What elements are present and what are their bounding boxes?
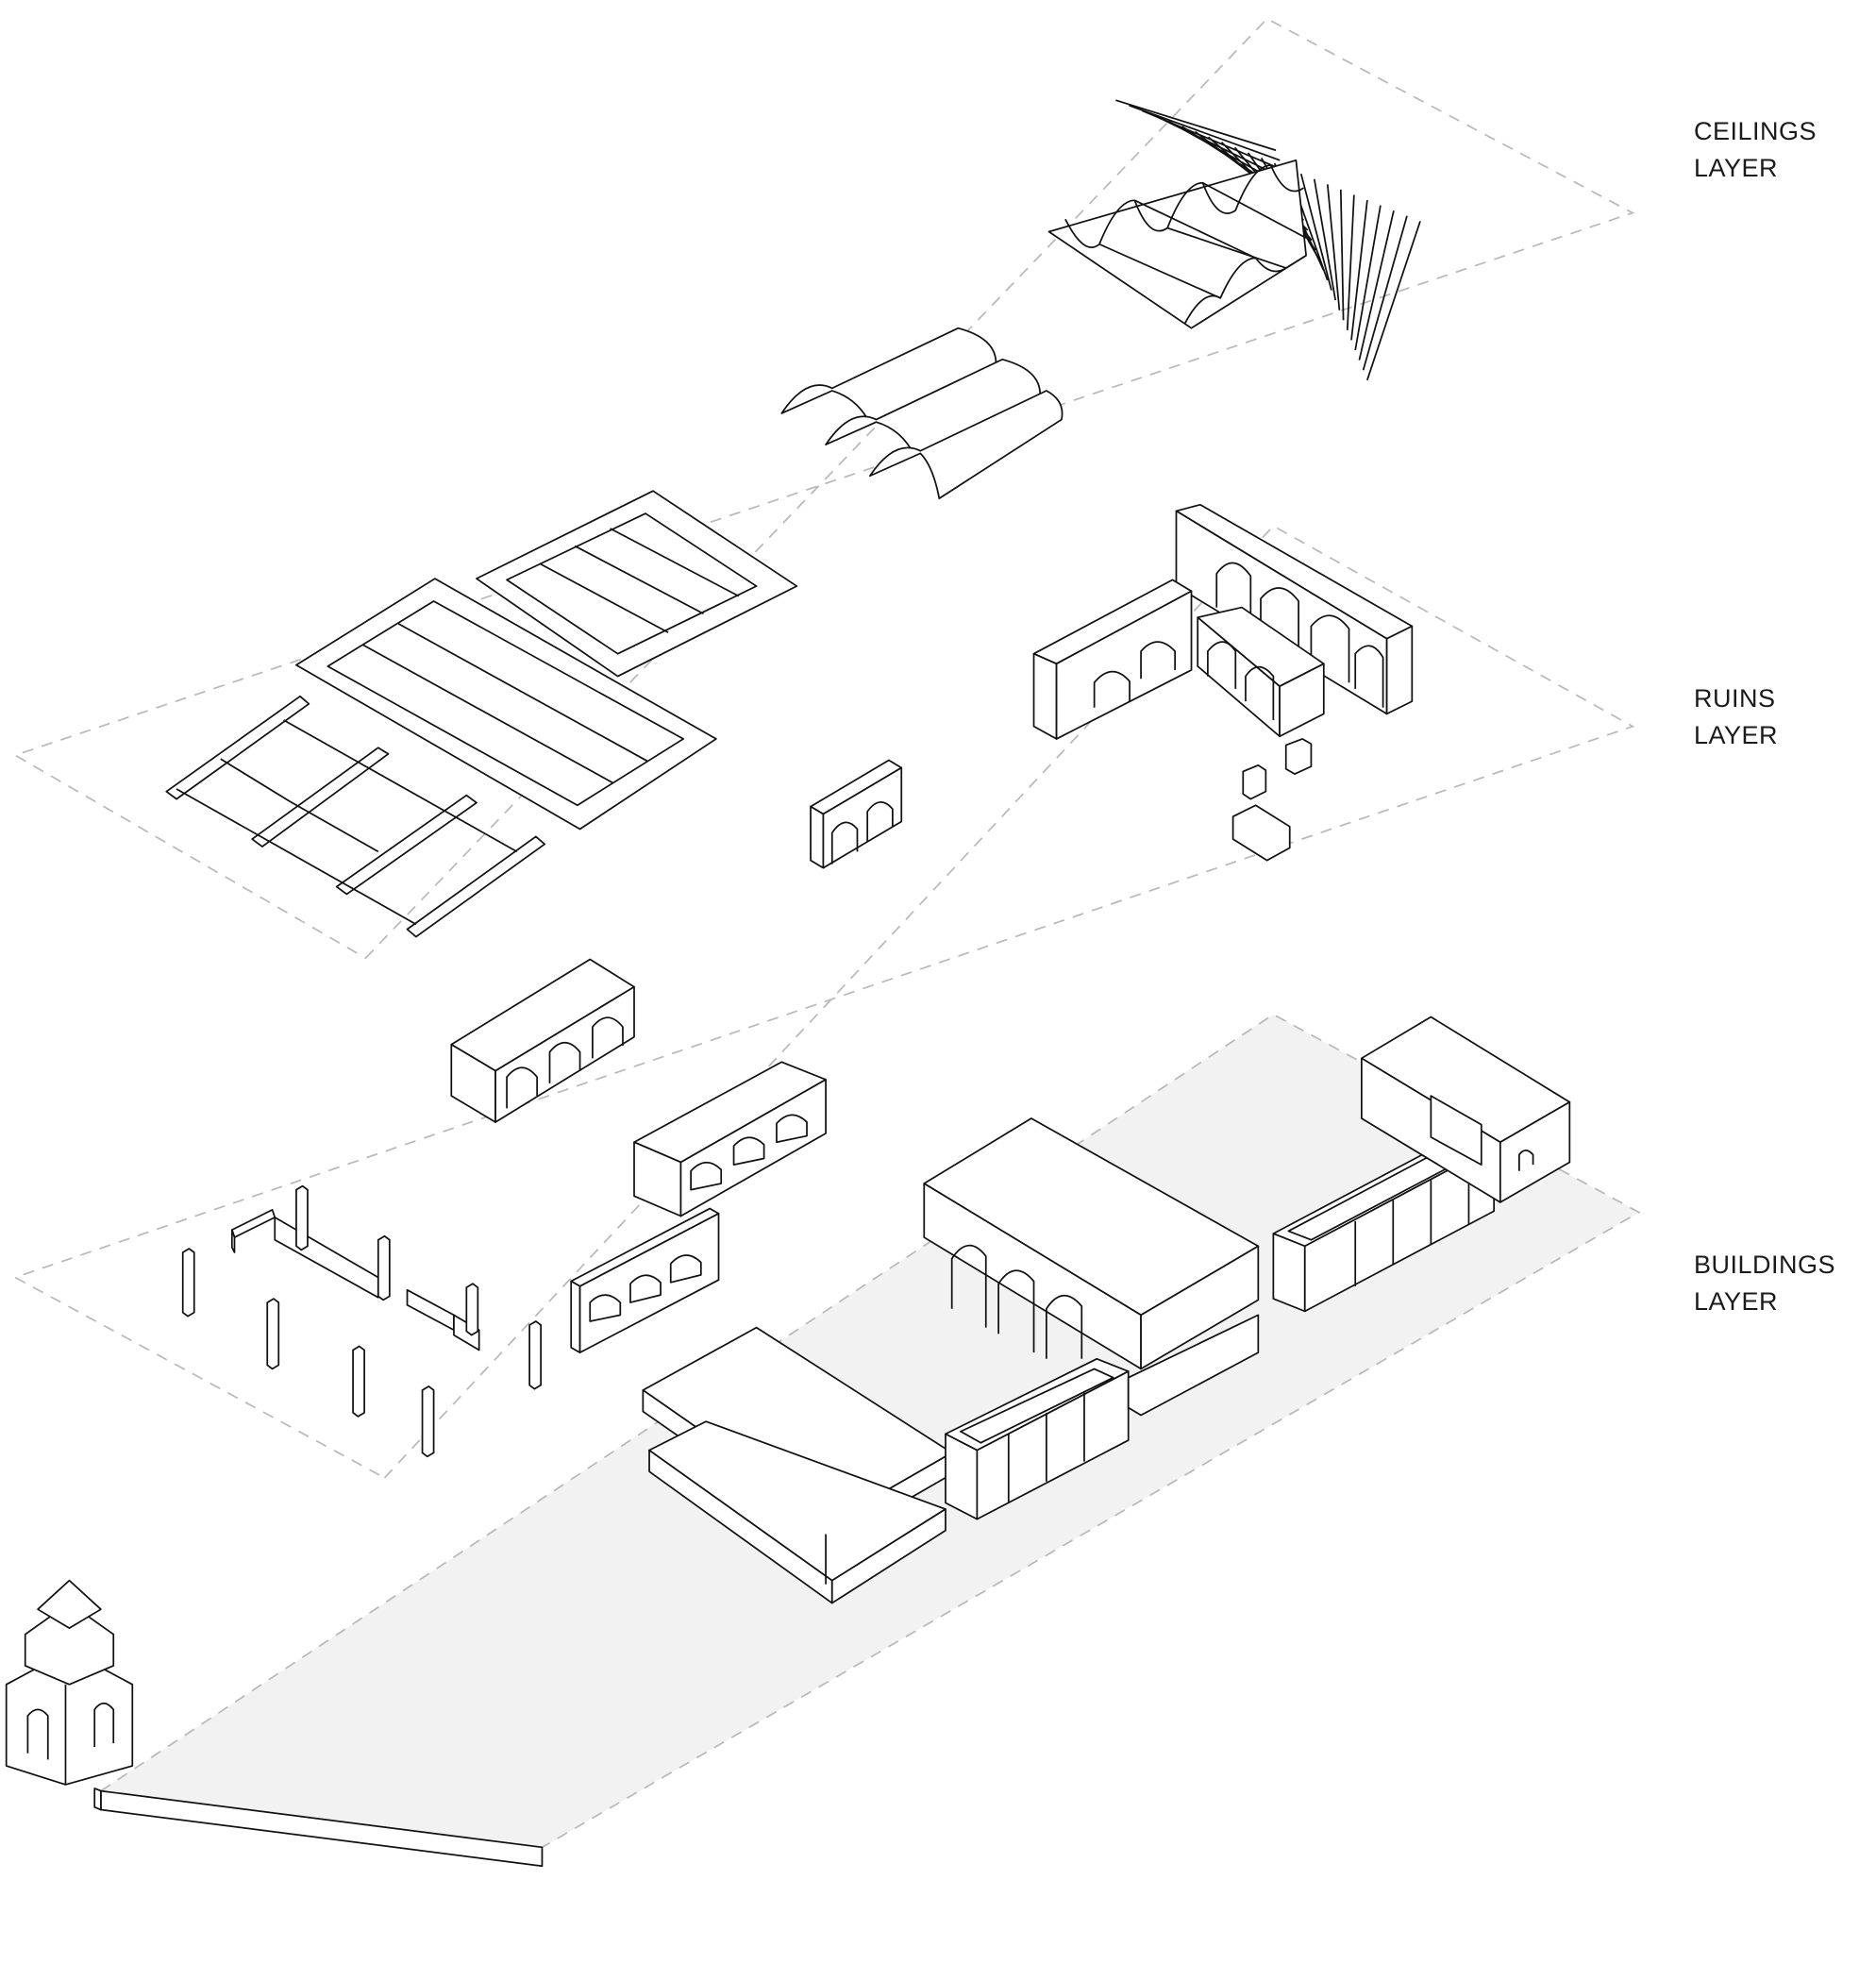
ruins-layer-outline — [12, 525, 1635, 1479]
ceiling-slat — [1129, 104, 1281, 161]
rear-annex — [1361, 1016, 1571, 1203]
arcade-wall-left — [450, 958, 635, 1123]
ceiling-slat — [1313, 178, 1337, 301]
window-wall-upper — [633, 1061, 827, 1217]
arcade-wall-long — [1175, 503, 1414, 715]
column-post — [377, 1234, 391, 1301]
column-post — [421, 1385, 435, 1458]
ceiling-slat — [1299, 173, 1332, 291]
ceilings-label-line1: CEILINGS — [1694, 117, 1817, 145]
ceilings-layer — [12, 17, 1635, 960]
column-post — [352, 1345, 365, 1418]
ruins-layer — [12, 503, 1635, 1479]
folded-vault-ceiling — [1047, 159, 1307, 329]
buildings-label-line1: BUILDINGS — [1694, 1251, 1836, 1279]
buildings-layer — [5, 1013, 1641, 1868]
ceiling-slat — [1366, 221, 1421, 381]
building-rounded — [642, 1326, 953, 1604]
ceiling-slat — [1339, 189, 1345, 321]
coffered-ceiling-grid — [295, 490, 798, 831]
column-post — [266, 1298, 280, 1370]
ruins-label-line1: RUINS — [1694, 684, 1776, 713]
ceilings-label-line2: LAYER — [1694, 154, 1779, 182]
column-post — [528, 1320, 543, 1390]
column-post — [295, 1184, 309, 1251]
buildings-layer-label: BUILDINGS LAYER — [1694, 1247, 1835, 1320]
window-wall-lower — [570, 1207, 720, 1354]
stone-blocks — [1231, 738, 1313, 862]
ruins-layer-label: RUINS LAYER — [1694, 680, 1778, 754]
ceiling-slat — [1346, 194, 1355, 330]
ceiling-slat — [1362, 215, 1408, 371]
arch-gate — [810, 759, 903, 869]
ceiling-slat — [1350, 199, 1368, 341]
ceiling-slat — [1326, 184, 1341, 311]
buildings-label-line2: LAYER — [1694, 1287, 1779, 1316]
timber-beam-frame — [165, 695, 546, 938]
glass-pavilion — [945, 1357, 1130, 1520]
column-posts — [181, 1184, 543, 1458]
column-post — [181, 1248, 195, 1318]
chapel-tower — [5, 1579, 134, 1786]
ceiling-slat — [1115, 99, 1277, 152]
arched-hall — [923, 1117, 1260, 1417]
barrel-vault-ceiling — [780, 327, 1064, 500]
ceilings-layer-label: CEILINGS LAYER — [1694, 113, 1817, 187]
ruins-label-line2: LAYER — [1694, 721, 1779, 749]
ceiling-slat — [1358, 210, 1395, 361]
column-post — [465, 1283, 479, 1336]
arcade-wall-corner — [1032, 579, 1325, 740]
ceiling-slat — [1354, 205, 1382, 351]
site-edge-wall — [93, 1788, 544, 1868]
